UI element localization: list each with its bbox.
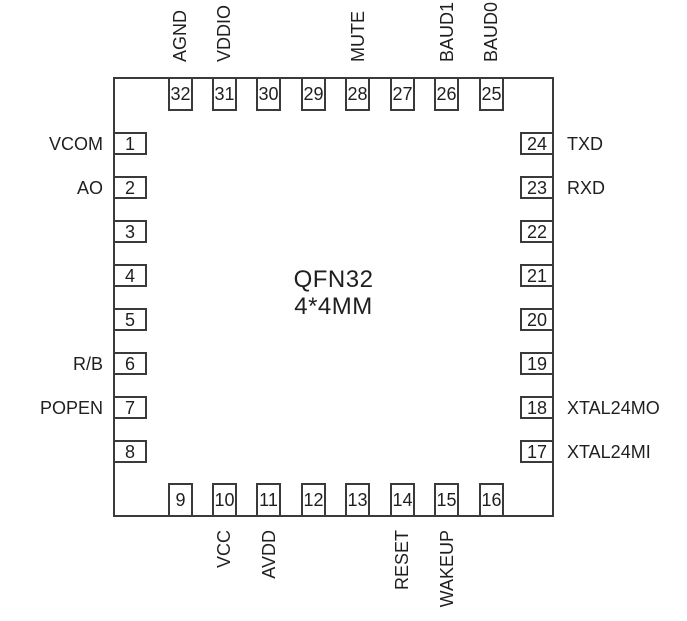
pin-label-24: TXD <box>567 134 603 154</box>
pin-22: 22 <box>520 220 554 243</box>
pin-7: 7 <box>113 396 147 419</box>
pin-14: 14 <box>390 483 415 517</box>
pin-number: 25 <box>481 84 502 104</box>
pin-number: 10 <box>214 490 235 510</box>
pin-number: 18 <box>526 397 548 418</box>
pin-21: 21 <box>520 264 554 287</box>
pin-number: 9 <box>175 490 186 510</box>
chip-package-outline <box>113 77 554 517</box>
chip-title: QFN32 4*4MM <box>113 266 554 320</box>
pin-number: 17 <box>526 441 548 462</box>
pin-number: 16 <box>481 490 502 510</box>
pin-number: 6 <box>124 353 135 374</box>
pin-number: 5 <box>124 309 135 330</box>
pin-number: 22 <box>526 221 548 242</box>
pin-25: 25 <box>479 77 504 111</box>
pin-number: 14 <box>392 490 413 510</box>
pin-label-31: VDDIO <box>214 4 234 62</box>
pin-1: 1 <box>113 132 147 155</box>
chip-name: QFN32 <box>293 266 374 293</box>
pin-label-2: AO <box>76 178 103 198</box>
pin-label-28: MUTE <box>348 11 368 62</box>
pin-3: 3 <box>113 220 147 243</box>
pin-20: 20 <box>520 308 554 331</box>
chip-size: 4*4MM <box>294 293 373 320</box>
pin-8: 8 <box>113 440 147 463</box>
pin-number: 2 <box>124 177 135 198</box>
pin-label-25: BAUD0 <box>481 1 501 62</box>
pin-number: 29 <box>303 84 324 104</box>
pin-label-23: RXD <box>567 178 606 198</box>
pin-10: 10 <box>212 483 237 517</box>
pin-number: 11 <box>259 490 278 510</box>
pin-label-11: AVDD <box>259 530 279 579</box>
pin-number: 27 <box>392 84 413 104</box>
pin-number: 32 <box>170 84 191 104</box>
pin-label-6: R/B <box>72 354 103 374</box>
pin-number: 3 <box>124 221 135 242</box>
pin-9: 9 <box>168 483 193 517</box>
pin-13: 13 <box>345 483 370 517</box>
pin-label-1: VCOM <box>49 134 103 154</box>
pin-label-17: XTAL24MI <box>567 442 651 462</box>
pin-number: 4 <box>124 265 135 286</box>
pin-number: 23 <box>526 177 548 198</box>
pin-label-32: AGND <box>170 9 190 62</box>
pin-18: 18 <box>520 396 554 419</box>
pin-23: 23 <box>520 176 554 199</box>
pin-11: 11 <box>256 483 281 517</box>
pin-26: 26 <box>434 77 459 111</box>
pin-number: 12 <box>303 490 324 510</box>
pin-number: 31 <box>214 84 235 104</box>
pin-15: 15 <box>434 483 459 517</box>
pin-number: 20 <box>526 309 548 330</box>
pin-24: 24 <box>520 132 554 155</box>
pin-label-10: VCC <box>214 530 234 569</box>
pin-number: 21 <box>526 265 548 286</box>
pin-4: 4 <box>113 264 147 287</box>
pin-30: 30 <box>256 77 281 111</box>
pin-29: 29 <box>301 77 326 111</box>
pin-number: 28 <box>347 84 368 104</box>
pin-2: 2 <box>113 176 147 199</box>
pin-number: 13 <box>347 490 368 510</box>
pin-27: 27 <box>390 77 415 111</box>
pin-12: 12 <box>301 483 326 517</box>
pin-16: 16 <box>479 483 504 517</box>
pin-number: 24 <box>526 133 548 154</box>
pin-number: 8 <box>124 441 135 462</box>
pin-6: 6 <box>113 352 147 375</box>
pin-number: 15 <box>436 490 457 510</box>
pin-label-14: RESET <box>392 530 412 591</box>
pin-number: 30 <box>258 84 279 104</box>
pin-31: 31 <box>212 77 237 111</box>
pin-17: 17 <box>520 440 554 463</box>
pin-19: 19 <box>520 352 554 375</box>
pin-28: 28 <box>345 77 370 111</box>
pin-label-26: BAUD1 <box>437 1 457 62</box>
pin-5: 5 <box>113 308 147 331</box>
pin-number: 19 <box>526 353 548 374</box>
pin-label-7: POPEN <box>39 398 103 418</box>
pin-32: 32 <box>168 77 193 111</box>
pin-label-15: WAKEUP <box>437 530 457 608</box>
pin-number: 7 <box>124 397 135 418</box>
pin-number: 1 <box>124 133 135 154</box>
pin-label-18: XTAL24MO <box>567 398 660 418</box>
pin-number: 26 <box>436 84 457 104</box>
